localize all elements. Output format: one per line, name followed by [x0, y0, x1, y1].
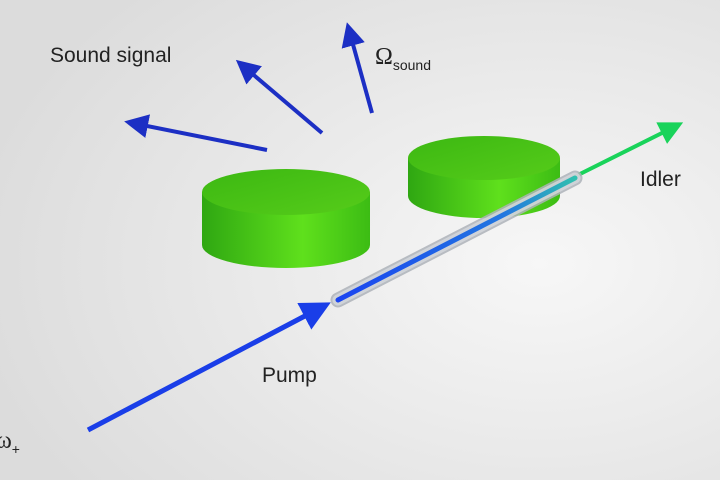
omega-plus-subscript: +: [11, 441, 20, 457]
fiber-taper: [330, 170, 583, 308]
omega-subscript: sound: [392, 57, 431, 73]
pump-label: Pump: [262, 364, 317, 387]
omega-plus-symbol: ω: [0, 428, 12, 454]
resonator-left: [202, 169, 370, 268]
idler-label: Idler: [640, 168, 681, 191]
sound-arrow-1: [124, 114, 268, 152]
sound-signal-arrows: [124, 22, 374, 152]
sound-arrow-3: [341, 22, 374, 114]
omega-plus-label: ω+: [0, 428, 20, 457]
pump-arrow: [86, 302, 331, 433]
sound-signal-label: Sound signal: [50, 44, 172, 67]
omega-symbol: Ω: [375, 44, 393, 70]
omega-sound-label: Ωsound: [375, 44, 431, 73]
sound-arrow-2: [235, 59, 324, 135]
